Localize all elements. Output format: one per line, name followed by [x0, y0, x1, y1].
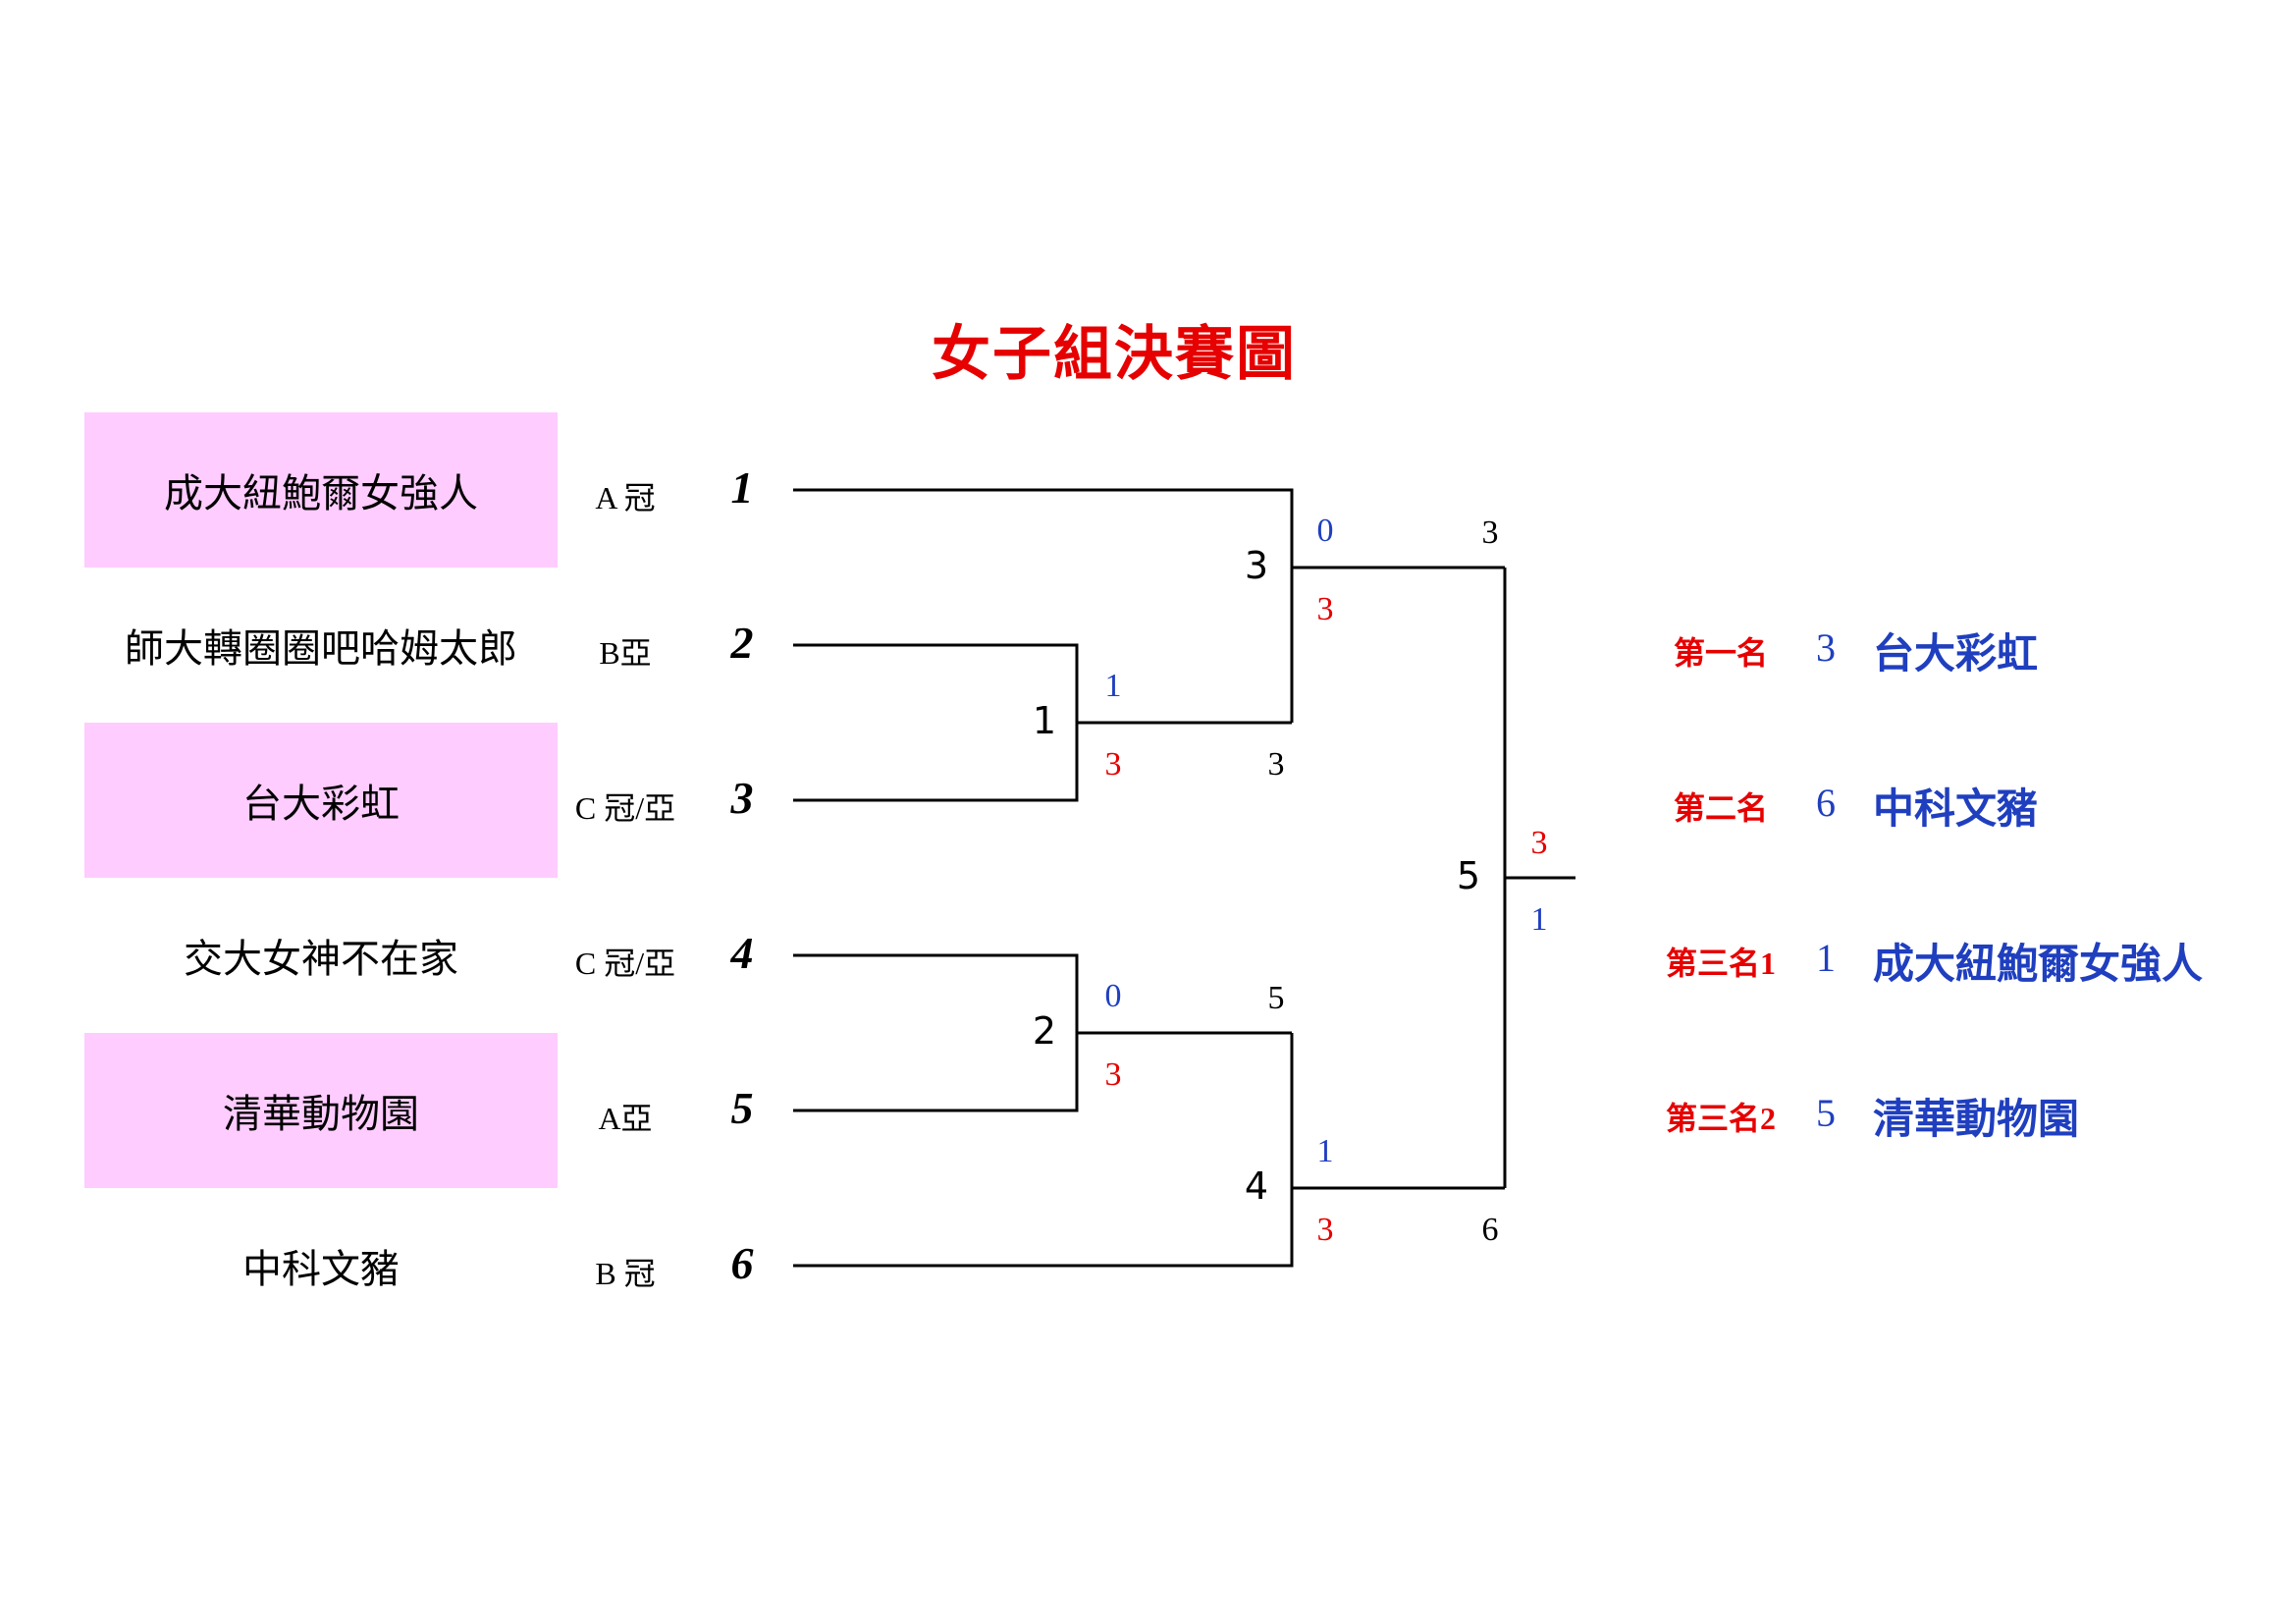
team-cell-4: 交大女神不在家 [84, 878, 558, 1033]
team-name: 師大轉圈圈吧哈姆太郎 [125, 626, 517, 672]
rank-number-2: 6 [1816, 781, 1836, 825]
score-match-3-top: 0 [1316, 513, 1334, 549]
team-cell-1: 成大紐鮑爾女強人 [84, 412, 558, 568]
team-cell-6: 中科文豬 [84, 1188, 558, 1343]
page-title: 女子組決賽圖 [932, 320, 1297, 389]
winner-match-1: 3 [1267, 746, 1285, 783]
team-cell-5: 清華動物園 [84, 1033, 558, 1188]
rank-label-4: 第三名2 [1665, 1101, 1776, 1136]
match-label-5: 5 [1456, 854, 1481, 897]
match-label-2: 2 [1032, 1009, 1057, 1053]
team-number: 2 [730, 618, 754, 668]
score-match-5-top: 3 [1530, 825, 1548, 861]
team-name: 交大女神不在家 [184, 937, 458, 982]
match-label-4: 4 [1244, 1164, 1269, 1208]
score-match-4-top: 1 [1316, 1133, 1334, 1169]
team-name: 成大紐鮑爾女強人 [164, 471, 478, 516]
bracket-line-team-1 [793, 488, 1294, 568]
team-number: 3 [730, 773, 754, 823]
rank-label-1: 第一名 [1673, 635, 1768, 671]
team-number: 4 [730, 928, 754, 978]
seed-label: C 冠/亞 [574, 946, 676, 981]
rank-team-4: 清華動物園 [1873, 1095, 2080, 1143]
rank-label-3: 第三名1 [1665, 946, 1776, 981]
score-match-1-top: 1 [1104, 668, 1122, 704]
rank-number-1: 3 [1816, 625, 1836, 670]
team-cell-3: 台大彩虹 [84, 723, 558, 878]
score-match-4-bottom: 3 [1316, 1212, 1334, 1248]
score-match-2-bottom: 3 [1104, 1056, 1122, 1093]
seed-label: C 冠/亞 [574, 790, 676, 826]
score-match-3-bottom: 3 [1316, 591, 1334, 627]
seed-label: A 冠 [595, 480, 656, 515]
team-number: 5 [730, 1083, 754, 1133]
winner-match-2: 5 [1267, 980, 1285, 1016]
match-label-3: 3 [1244, 544, 1269, 587]
rank-label-2: 第二名 [1673, 790, 1768, 826]
winner-match-4: 6 [1481, 1212, 1499, 1248]
team-cell-2: 師大轉圈圈吧哈姆太郎 [84, 568, 558, 723]
seed-label: B 冠 [595, 1256, 656, 1291]
team-name: 清華動物園 [223, 1092, 419, 1137]
rank-team-1: 台大彩虹 [1873, 629, 2039, 677]
team-number: 1 [730, 462, 754, 513]
rank-team-2: 中科文豬 [1873, 785, 2039, 833]
rank-number-4: 5 [1816, 1091, 1836, 1135]
winner-match-3: 3 [1481, 514, 1499, 551]
score-match-1-bottom: 3 [1104, 746, 1122, 783]
team-number: 6 [730, 1238, 754, 1288]
rank-number-3: 1 [1816, 936, 1836, 980]
seed-label: B亞 [599, 635, 652, 671]
bracket-line-team-6 [793, 1188, 1294, 1268]
score-match-2-top: 0 [1104, 978, 1122, 1014]
score-match-5-bottom: 1 [1530, 901, 1548, 938]
match-label-1: 1 [1032, 699, 1057, 742]
seed-label: A亞 [598, 1101, 653, 1136]
team-name: 台大彩虹 [242, 782, 400, 827]
team-name: 中科文豬 [242, 1247, 400, 1292]
rank-team-3: 成大紐鮑爾女強人 [1873, 940, 2204, 988]
